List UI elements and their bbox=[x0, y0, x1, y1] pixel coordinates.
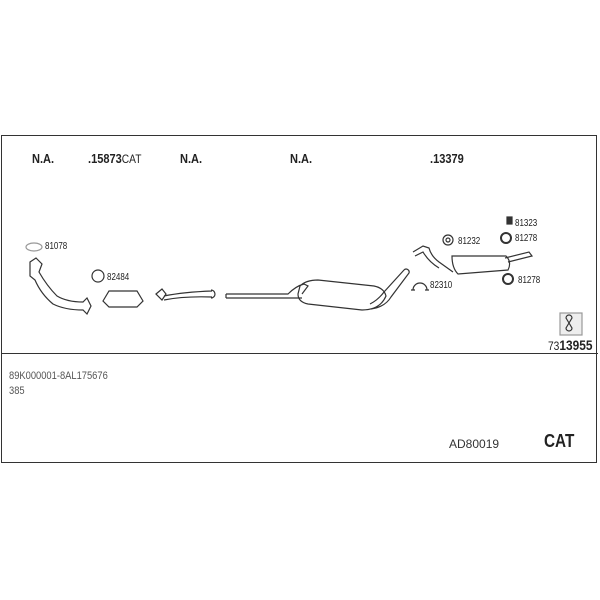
header-code-4: N.A. bbox=[290, 151, 313, 166]
clamp-icon bbox=[411, 282, 429, 291]
center-muffler-icon bbox=[225, 268, 410, 311]
rear-muffler-icon bbox=[412, 245, 534, 275]
rubber-mount-icon bbox=[506, 216, 513, 225]
diagram-frame bbox=[1, 135, 597, 463]
ring-icon-top bbox=[500, 232, 512, 244]
label-ring-bottom: 81278 bbox=[518, 275, 541, 286]
ring-icon-rear bbox=[442, 234, 454, 246]
gasket-icon bbox=[25, 242, 43, 252]
ring-icon bbox=[91, 269, 105, 283]
front-pipe-icon bbox=[29, 257, 92, 316]
header-code-5: .13379 bbox=[430, 151, 464, 166]
vehicle-range: 89K000001-8AL175676 bbox=[9, 370, 108, 382]
article-code: AD80019 bbox=[449, 437, 500, 451]
label-ring-rear: 81232 bbox=[458, 236, 481, 247]
header-code-2-suffix: CAT bbox=[121, 152, 142, 166]
kit-number: 7313955 bbox=[548, 337, 592, 355]
label-ring-cat: 82484 bbox=[107, 272, 130, 283]
catalytic-converter-icon bbox=[102, 290, 144, 308]
kit-number-prefix: 73 bbox=[548, 339, 560, 353]
label-gasket: 81078 bbox=[45, 241, 68, 252]
header-code-1: N.A. bbox=[32, 151, 55, 166]
kit-number-main: 13955 bbox=[559, 337, 593, 353]
mounting-kit-icon bbox=[559, 312, 583, 336]
label-rubber-top: 81323 bbox=[515, 218, 538, 229]
header-code-3: N.A. bbox=[180, 151, 203, 166]
label-ring-top: 81278 bbox=[515, 233, 538, 244]
intermediate-pipe-icon bbox=[155, 288, 216, 301]
separator-line bbox=[1, 353, 598, 354]
sub-code: 385 bbox=[9, 385, 25, 397]
header-code-2: .15873CAT bbox=[88, 151, 141, 166]
label-clamp: 82310 bbox=[430, 280, 453, 291]
type-label: CAT bbox=[544, 431, 575, 451]
ring-icon-bottom bbox=[502, 273, 514, 285]
header-code-2-number: .15873 bbox=[88, 151, 122, 166]
